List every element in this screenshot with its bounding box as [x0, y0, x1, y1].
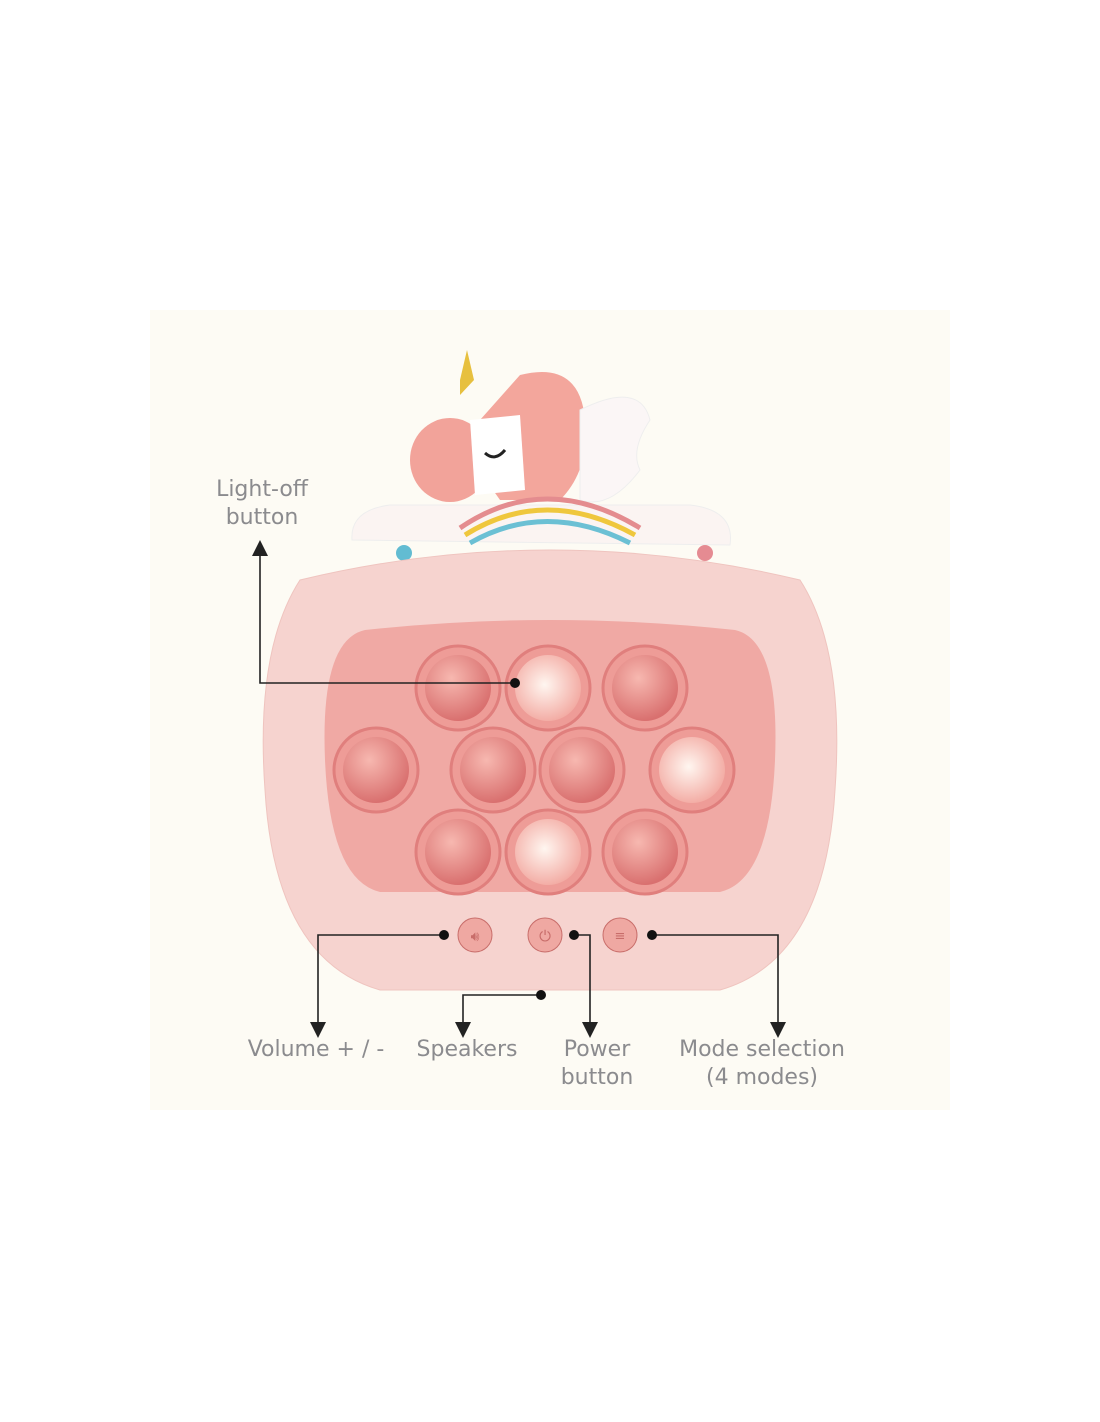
- label-line: Mode selection: [679, 1037, 845, 1062]
- label-volume: Volume + / -: [247, 1037, 385, 1062]
- pop-bubble-lit[interactable]: [515, 819, 581, 885]
- mode-button[interactable]: [602, 917, 638, 953]
- power-button[interactable]: [527, 917, 563, 953]
- horn-icon: [460, 350, 474, 395]
- pop-bubble[interactable]: [343, 737, 409, 803]
- callout-lines: [252, 540, 786, 1038]
- label-mode-selection: Mode selection (4 modes): [679, 1036, 845, 1092]
- pop-bubble-lit[interactable]: [659, 737, 725, 803]
- label-line: button: [560, 1065, 634, 1090]
- power-icon: ⏻: [539, 927, 551, 945]
- pop-bubble-lit[interactable]: [515, 655, 581, 721]
- label-line: Light-off: [216, 477, 308, 502]
- label-line: Power: [563, 1037, 631, 1062]
- speaker-icon: 🔊︎: [471, 929, 480, 945]
- label-line: button: [225, 505, 299, 530]
- pop-bubble[interactable]: [425, 819, 491, 885]
- label-line: (4 modes): [705, 1065, 819, 1090]
- pop-bubble[interactable]: [612, 819, 678, 885]
- label-speakers: Speakers: [416, 1037, 518, 1062]
- pop-bubble[interactable]: [612, 655, 678, 721]
- label-power-button: Power button: [561, 1036, 634, 1092]
- menu-icon: ≡: [615, 929, 626, 944]
- callout-dots: [439, 678, 657, 1000]
- label-light-off-button: Light-off button: [216, 476, 308, 532]
- pop-bubble[interactable]: [460, 737, 526, 803]
- pop-bubble[interactable]: [425, 655, 491, 721]
- pop-bubble[interactable]: [549, 737, 615, 803]
- volume-button[interactable]: [457, 917, 493, 953]
- unicorn-topper: [351, 350, 731, 561]
